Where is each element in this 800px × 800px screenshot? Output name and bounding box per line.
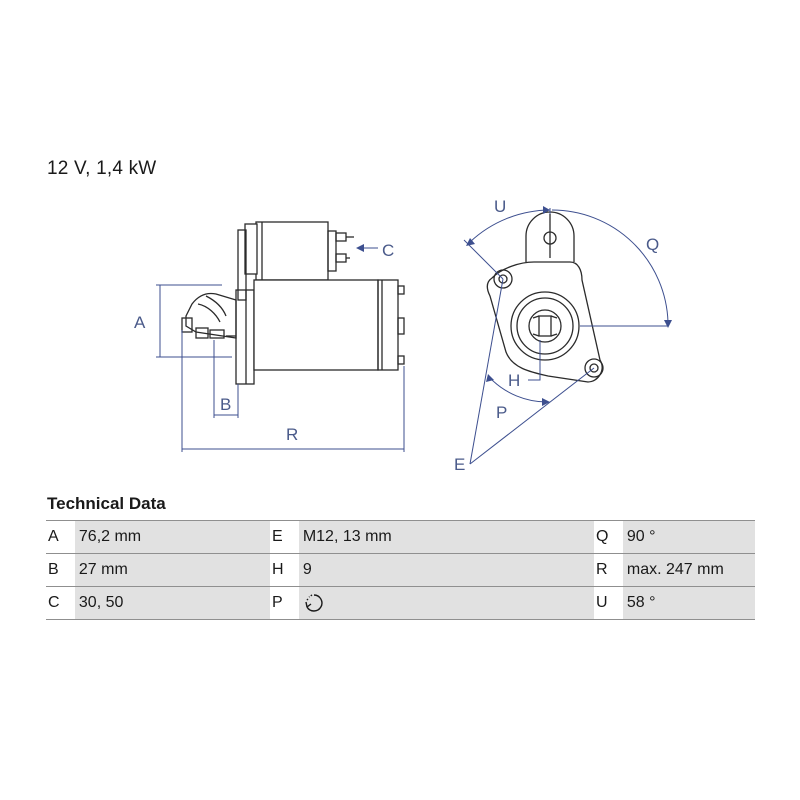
side-dimensions: [156, 244, 405, 452]
technical-data-table: A 76,2 mm E M12, 13 mm Q 90 ° B 27 mm H …: [46, 520, 755, 620]
label-p: P: [496, 403, 507, 422]
table-row: B 27 mm H 9 R max. 247 mm: [46, 553, 755, 587]
spec-key: A: [46, 520, 75, 554]
label-u: U: [494, 197, 506, 216]
spec-value: 30, 50: [74, 586, 270, 620]
spec-key: P: [269, 586, 299, 620]
table-row: A 76,2 mm E M12, 13 mm Q 90 °: [46, 520, 755, 554]
spec-value: 58 °: [622, 586, 755, 620]
front-dimensions: [463, 206, 672, 465]
rotation-direction-icon: [305, 594, 323, 612]
label-h: H: [508, 371, 520, 390]
spec-value: 90 °: [622, 520, 755, 554]
label-e: E: [454, 455, 465, 474]
starter-front-view: [486, 211, 604, 383]
spec-title: 12 V, 1,4 kW: [47, 158, 157, 179]
starter-side-view: [181, 221, 405, 385]
spec-key: B: [46, 553, 75, 587]
spec-value: max. 247 mm: [622, 553, 755, 587]
spec-value: M12, 13 mm: [298, 520, 594, 554]
spec-key: Q: [593, 520, 623, 554]
spec-key: E: [269, 520, 299, 554]
label-q: Q: [646, 235, 659, 254]
label-a: A: [134, 313, 146, 332]
spec-value: 9: [298, 553, 594, 587]
table-row: C 30, 50 P U 58 °: [46, 586, 755, 620]
spec-key: U: [593, 586, 623, 620]
technical-drawing: A B C R: [134, 197, 672, 474]
spec-value: 27 mm: [74, 553, 270, 587]
spec-value-rotation: [298, 586, 594, 620]
technical-data-heading: Technical Data: [47, 494, 166, 513]
spec-key: H: [269, 553, 299, 587]
spec-key: C: [46, 586, 75, 620]
label-b: B: [220, 395, 231, 414]
spec-value: 76,2 mm: [74, 520, 270, 554]
spec-key: R: [593, 553, 623, 587]
label-r: R: [286, 425, 298, 444]
label-c: C: [382, 241, 394, 260]
